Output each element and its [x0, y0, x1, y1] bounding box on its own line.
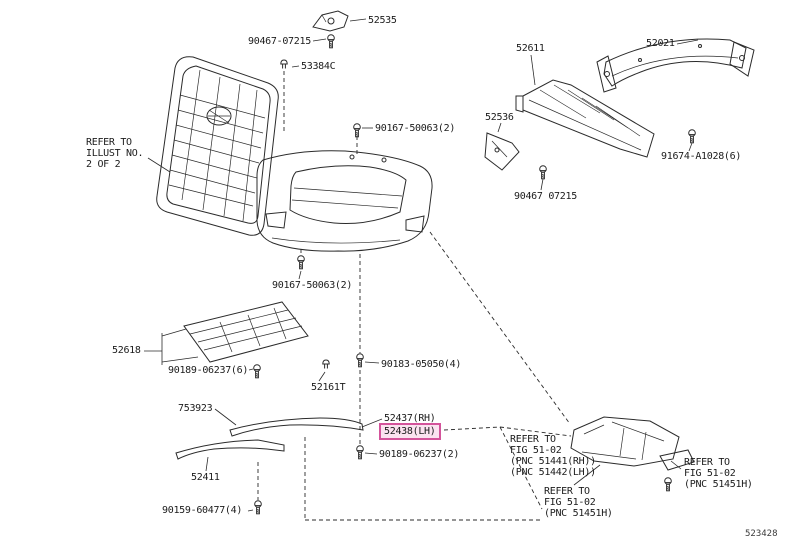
part-label-53384C[interactable]: 53384C [301, 61, 336, 72]
note-refer-illust: REFER TO ILLUST NO. 2 OF 2 [86, 137, 144, 170]
part-label-753923[interactable]: 753923 [178, 403, 213, 414]
part-label-90167-50063-mid[interactable]: 90167-50063(2) [272, 280, 353, 291]
note-refer-fig-51451H-left: REFER TO FIG 51-02 (PNC 51451H) [544, 486, 613, 519]
under-cover-outline [570, 416, 695, 471]
part-label-52536[interactable]: 52536 [485, 112, 514, 123]
part-label-52438-LH: 52438(LH) [384, 426, 436, 437]
cowl-panel-outline [515, 79, 655, 158]
note-refer-fig-51451H-right: REFER TO FIG 51-02 (PNC 51451H) [684, 457, 753, 490]
part-label-52411[interactable]: 52411 [191, 472, 220, 483]
moulding-753923-outline [229, 417, 364, 437]
part-label-90189-06237-2[interactable]: 90189-06237(2) [379, 449, 460, 460]
part-label-90189-06237-6[interactable]: 90189-06237(6) [168, 365, 249, 376]
bolt-icons [253, 34, 696, 515]
bracket-52535-outline [312, 10, 349, 32]
part-label-90183-05050[interactable]: 90183-05050(4) [381, 359, 462, 370]
part-label-90467-07215-mid[interactable]: 90467 07215 [514, 191, 577, 202]
lower-grille-outline [183, 301, 309, 363]
reinforcement-bar-outline [596, 38, 755, 93]
part-label-91674-A1028[interactable]: 91674-A1028(6) [661, 151, 742, 162]
part-label-52161T[interactable]: 52161T [311, 382, 346, 393]
part-label-90167-50063-top[interactable]: 90167-50063(2) [375, 123, 456, 134]
selected-part-highlight[interactable]: 52438(LH) [379, 423, 441, 440]
part-label-52437-RH[interactable]: 52437(RH) [384, 413, 436, 424]
part-label-90467-07215-top[interactable]: 90467-07215 [248, 36, 311, 47]
part-label-52021[interactable]: 52021 [646, 38, 675, 49]
note-refer-fig-undercover-no1: REFER TO FIG 51-02 (PNC 51441(RH)) (PNC … [510, 434, 596, 478]
part-label-52611[interactable]: 52611 [516, 43, 545, 54]
bumper-cover-outline [256, 150, 433, 252]
leader-lines [144, 18, 699, 512]
part-label-52618[interactable]: 52618 [112, 345, 141, 356]
figure-number: 523428 [745, 529, 778, 539]
bracket-52536-outline [484, 132, 520, 171]
part-label-90159-60477[interactable]: 90159-60477(4) [162, 505, 243, 516]
grille-outline [156, 56, 279, 236]
part-label-52535[interactable]: 52535 [368, 15, 397, 26]
moulding-52411-outline [175, 439, 285, 460]
clip-icons [280, 59, 330, 369]
dashed-lines [257, 71, 572, 521]
